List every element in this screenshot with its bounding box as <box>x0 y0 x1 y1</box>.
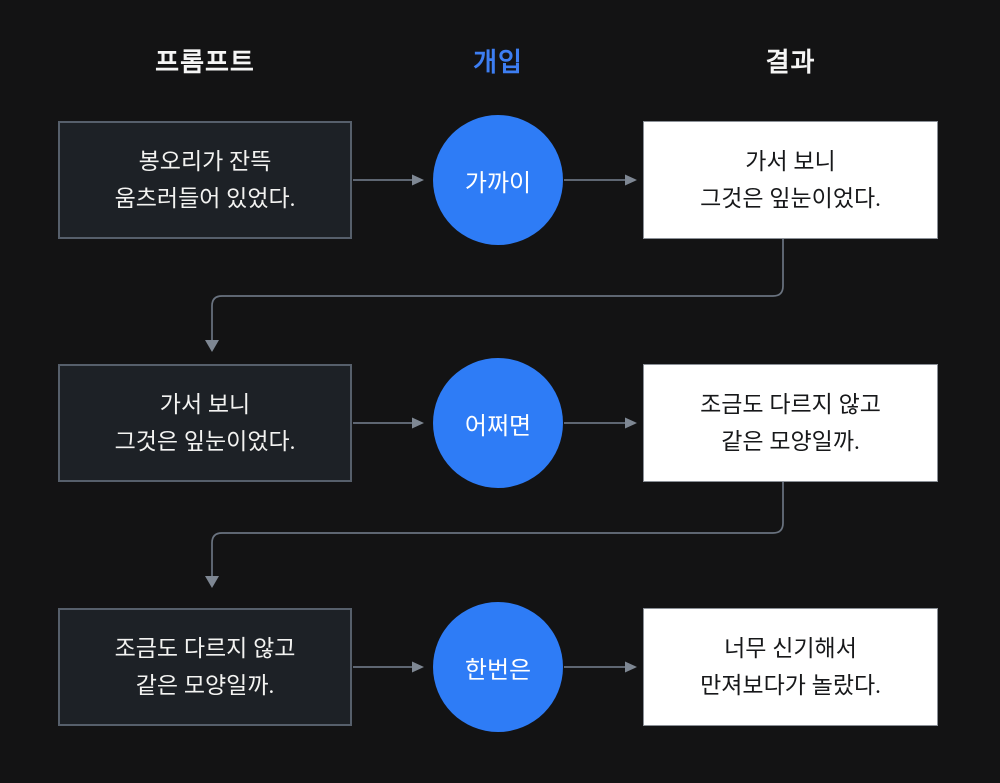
prompt-box: 가서 보니 그것은 잎눈이었다. <box>58 364 352 482</box>
arrow-right-icon <box>353 174 424 186</box>
arrow-right-icon <box>353 661 424 673</box>
prompt-box: 조금도 다르지 않고 같은 모양일까. <box>58 608 352 726</box>
column-header-intervention: 개입 <box>473 47 523 77</box>
elbow-arrow-down-icon <box>205 238 784 352</box>
result-box: 조금도 다르지 않고 같은 모양일까. <box>643 364 938 482</box>
intervention-circle: 한번은 <box>433 602 563 732</box>
arrow-right-icon <box>564 661 637 673</box>
column-header-prompt: 프롬프트 <box>155 47 255 77</box>
arrow-right-icon <box>353 417 424 429</box>
intervention-circle: 어쩌면 <box>433 358 563 488</box>
intervention-circle: 가까이 <box>433 115 563 245</box>
elbow-arrow-down-icon <box>205 481 784 588</box>
arrow-right-icon <box>564 417 637 429</box>
prompt-box: 봉오리가 잔뜩 움츠러들어 있었다. <box>58 121 352 239</box>
result-box: 가서 보니 그것은 잎눈이었다. <box>643 121 938 239</box>
result-box: 너무 신기해서 만져보다가 놀랐다. <box>643 608 938 726</box>
column-header-result: 결과 <box>765 47 816 77</box>
arrow-right-icon <box>564 174 637 186</box>
